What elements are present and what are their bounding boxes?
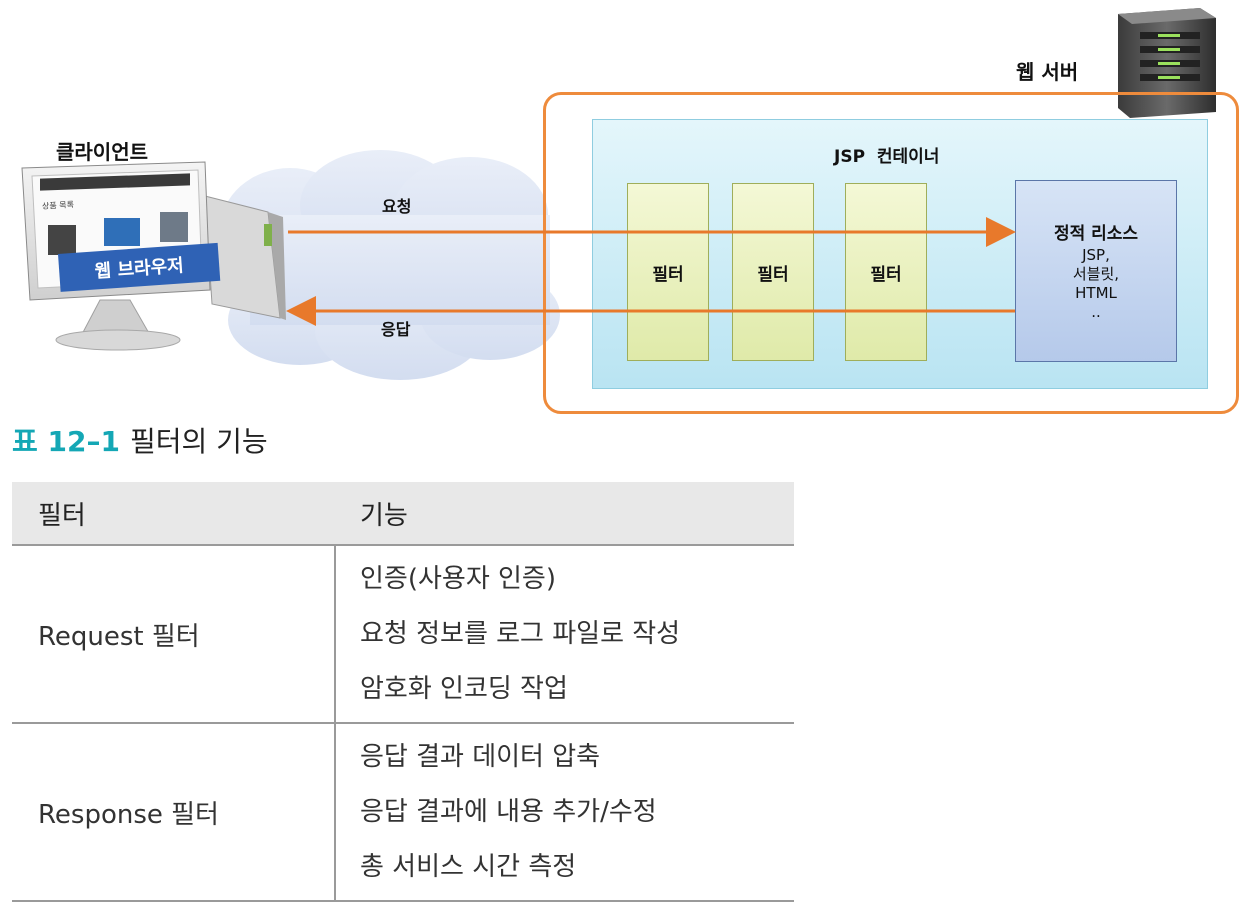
function-item: 암호화 인코딩 작업 bbox=[360, 673, 568, 704]
table-row: Response 필터 응답 결과 데이터 압축 응답 결과에 내용 추가/수정… bbox=[12, 722, 794, 900]
column-divider bbox=[334, 724, 336, 900]
column-divider bbox=[334, 546, 336, 722]
filter-cell: Request 필터 bbox=[38, 621, 200, 652]
table-caption: 표 12–1 필터의 기능 bbox=[12, 420, 268, 460]
container-label: JSP 컨테이너 bbox=[834, 147, 940, 167]
function-item: 요청 정보를 로그 파일로 작성 bbox=[360, 618, 681, 649]
static-resource-box: 정적 리소스 JSP, 서블릿, HTML .. bbox=[1015, 180, 1177, 362]
flow-arrows bbox=[286, 217, 1016, 326]
table-header-row: 필터 기능 bbox=[12, 482, 794, 544]
static-resource-line: JSP, bbox=[1082, 246, 1110, 264]
response-label: 응답 bbox=[381, 320, 411, 339]
filter-function-table: 필터 기능 Request 필터 인증(사용자 인증) 요청 정보를 로그 파일… bbox=[12, 482, 794, 902]
function-cell: 응답 결과 데이터 압축 응답 결과에 내용 추가/수정 총 서비스 시간 측정 bbox=[336, 724, 794, 900]
filter-box-2: 필터 bbox=[732, 183, 814, 361]
table-row: Request 필터 인증(사용자 인증) 요청 정보를 로그 파일로 작성 암… bbox=[12, 544, 794, 722]
filter-label: 필터 bbox=[870, 264, 902, 285]
table-bottom-border bbox=[12, 900, 794, 902]
static-resource-line: HTML bbox=[1075, 284, 1117, 302]
filter-label: 필터 bbox=[757, 264, 789, 285]
function-item: 응답 결과 데이터 압축 bbox=[360, 741, 601, 772]
header-filter: 필터 bbox=[38, 500, 86, 531]
filter-box-1: 필터 bbox=[627, 183, 709, 361]
static-resource-line: 서블릿, bbox=[1072, 265, 1120, 283]
web-server-boundary bbox=[543, 92, 1239, 414]
browser-label: 웹 브라우저 bbox=[94, 255, 185, 283]
filter-box-3: 필터 bbox=[845, 183, 927, 361]
function-item: 총 서비스 시간 측정 bbox=[360, 851, 577, 882]
table-title: 필터의 기능 bbox=[129, 425, 268, 458]
function-item: 응답 결과에 내용 추가/수정 bbox=[360, 796, 657, 827]
server-icon bbox=[1118, 8, 1216, 118]
static-resource-title: 정적 리소스 bbox=[1053, 224, 1139, 244]
request-label: 요청 bbox=[382, 197, 412, 216]
client-label: 클라이언트 bbox=[56, 140, 148, 164]
function-item: 인증(사용자 인증) bbox=[360, 563, 556, 594]
static-resource-line: .. bbox=[1091, 303, 1101, 321]
header-function: 기능 bbox=[360, 500, 408, 531]
function-cell: 인증(사용자 인증) 요청 정보를 로그 파일로 작성 암호화 인코딩 작업 bbox=[336, 546, 794, 722]
screen-heading: 상품 목록 bbox=[41, 200, 75, 211]
filter-cell: Response 필터 bbox=[38, 799, 219, 830]
web-server-label: 웹 서버 bbox=[1016, 60, 1079, 84]
filter-label: 필터 bbox=[652, 264, 684, 285]
table-number: 표 12–1 bbox=[12, 425, 120, 458]
